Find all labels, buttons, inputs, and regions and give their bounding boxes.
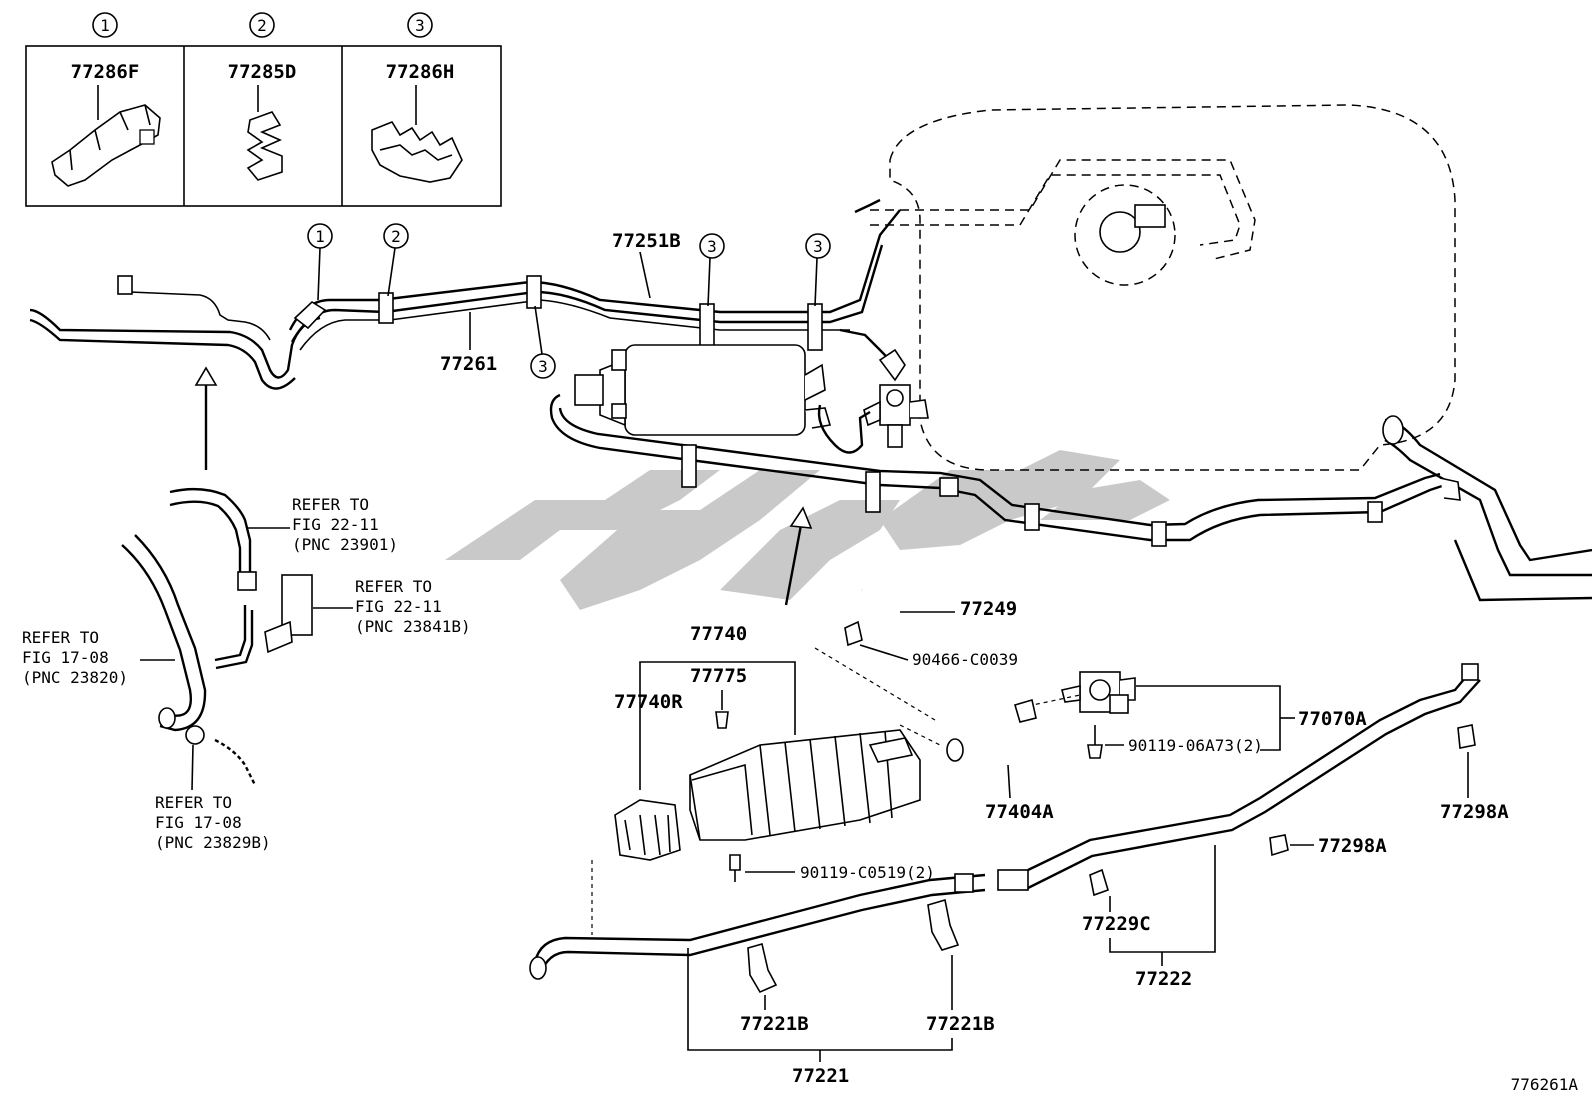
label-77740R: 77740R <box>614 691 683 713</box>
watermark-logo <box>445 450 1170 610</box>
clamp-icon <box>51 85 161 187</box>
figure-id: 776261A <box>1511 1075 1579 1094</box>
label-77775: 77775 <box>690 665 747 687</box>
svg-text:3: 3 <box>707 237 717 256</box>
label-77404A: 77404A <box>985 801 1054 823</box>
label-77261: 77261 <box>440 353 497 375</box>
svg-text:FIG 22-11: FIG 22-11 <box>355 597 442 616</box>
svg-text:2: 2 <box>391 227 401 246</box>
label-77221B-left: 77221B <box>740 1013 809 1035</box>
svg-text:3: 3 <box>813 237 823 256</box>
clamp-icon <box>371 85 463 183</box>
svg-text:REFER TO: REFER TO <box>292 495 369 514</box>
label-77251B: 77251B <box>612 230 681 252</box>
left-reference-parts <box>121 487 313 786</box>
pipe-clip-3a <box>526 275 542 309</box>
clip-box-1: 1 77286F <box>51 12 161 187</box>
label-77070A: 77070A <box>1298 708 1367 730</box>
svg-text:(PNC 23901): (PNC 23901) <box>292 535 398 554</box>
label-77229C: 77229C <box>1082 913 1151 935</box>
callout-3-right: 3 <box>805 233 831 307</box>
label-77221: 77221 <box>792 1065 849 1087</box>
pipe-clip-3c <box>807 303 823 351</box>
label-90119-C0519: 90119-C0519(2) <box>800 863 935 882</box>
canister-icon <box>574 344 832 436</box>
svg-text:REFER TO: REFER TO <box>355 577 432 596</box>
pipe-clip-1 <box>293 300 327 330</box>
arrow-up-left <box>194 366 218 470</box>
label-90466-C0039: 90466-C0039 <box>912 650 1018 669</box>
label-77298A-top: 77298A <box>1440 801 1509 823</box>
svg-text:REFER TO: REFER TO <box>155 793 232 812</box>
callout-circle-2 <box>249 12 275 38</box>
svg-text:(PNC 23829B): (PNC 23829B) <box>155 833 271 852</box>
callout-3-left: 3 <box>530 305 556 379</box>
label-77222: 77222 <box>1135 968 1192 990</box>
hose-clip-icon <box>946 698 1037 762</box>
clip-box-1-part: 77286F <box>71 61 140 83</box>
clip-legend-boxes <box>25 45 502 207</box>
clip-box-2: 2 77285D <box>228 12 297 181</box>
svg-text:(PNC 23820): (PNC 23820) <box>22 668 128 687</box>
lower-pipe-assembly <box>529 663 1481 980</box>
svg-text:3: 3 <box>538 357 548 376</box>
callout-2: 2 <box>383 223 409 297</box>
canister-icon <box>689 729 921 841</box>
fuel-tank-outline-icon <box>870 104 1592 602</box>
callout-circle-3 <box>407 12 433 38</box>
svg-text:(PNC 23841B): (PNC 23841B) <box>355 617 471 636</box>
clip-box-1-number: 1 <box>100 16 110 35</box>
hose-clip-icon <box>844 586 896 647</box>
svg-text:FIG 22-11: FIG 22-11 <box>292 515 379 534</box>
svg-text:FIG 17-08: FIG 17-08 <box>155 813 242 832</box>
svg-text:1: 1 <box>315 227 325 246</box>
bolt-icon <box>1087 725 1103 759</box>
reference-4: REFER TO FIG 17-08 (PNC 23829B) <box>155 744 271 852</box>
clip-box-3-number: 3 <box>415 16 425 35</box>
reference-3: REFER TO FIG 17-08 (PNC 23820) <box>22 628 175 687</box>
clamp-icon <box>246 85 283 181</box>
clip-box-2-number: 2 <box>257 16 267 35</box>
callout-3-mid: 3 <box>699 233 725 307</box>
label-77298A-right: 77298A <box>1318 835 1387 857</box>
clamp-icon <box>747 724 1476 994</box>
callout-1: 1 <box>307 223 333 301</box>
label-90119-06A73: 90119-06A73(2) <box>1128 736 1263 755</box>
svg-text:REFER TO: REFER TO <box>22 628 99 647</box>
reference-2: REFER TO FIG 22-11 (PNC 23841B) <box>313 577 471 636</box>
clip-box-3-part: 77286H <box>386 61 455 83</box>
clip-box-2-part: 77285D <box>228 61 297 83</box>
pipe-clip-2 <box>378 292 394 324</box>
pipe-clip-3b <box>699 303 715 351</box>
vsv-valve-icon <box>1061 671 1136 714</box>
arrow-up-mid <box>784 506 813 606</box>
long-return-pipe <box>549 393 1461 547</box>
canister-bracket <box>614 799 681 861</box>
reference-1: REFER TO FIG 22-11 (PNC 23901) <box>248 495 398 554</box>
svg-text:FIG 17-08: FIG 17-08 <box>22 648 109 667</box>
clip-box-3: 3 77286H <box>371 12 463 183</box>
vsv-valve-icon <box>863 348 929 448</box>
label-77740: 77740 <box>690 623 747 645</box>
bolt-icon <box>715 711 729 729</box>
callout-circle-1 <box>92 12 118 38</box>
label-77249: 77249 <box>960 598 1017 620</box>
label-77221B-right: 77221B <box>926 1013 995 1035</box>
